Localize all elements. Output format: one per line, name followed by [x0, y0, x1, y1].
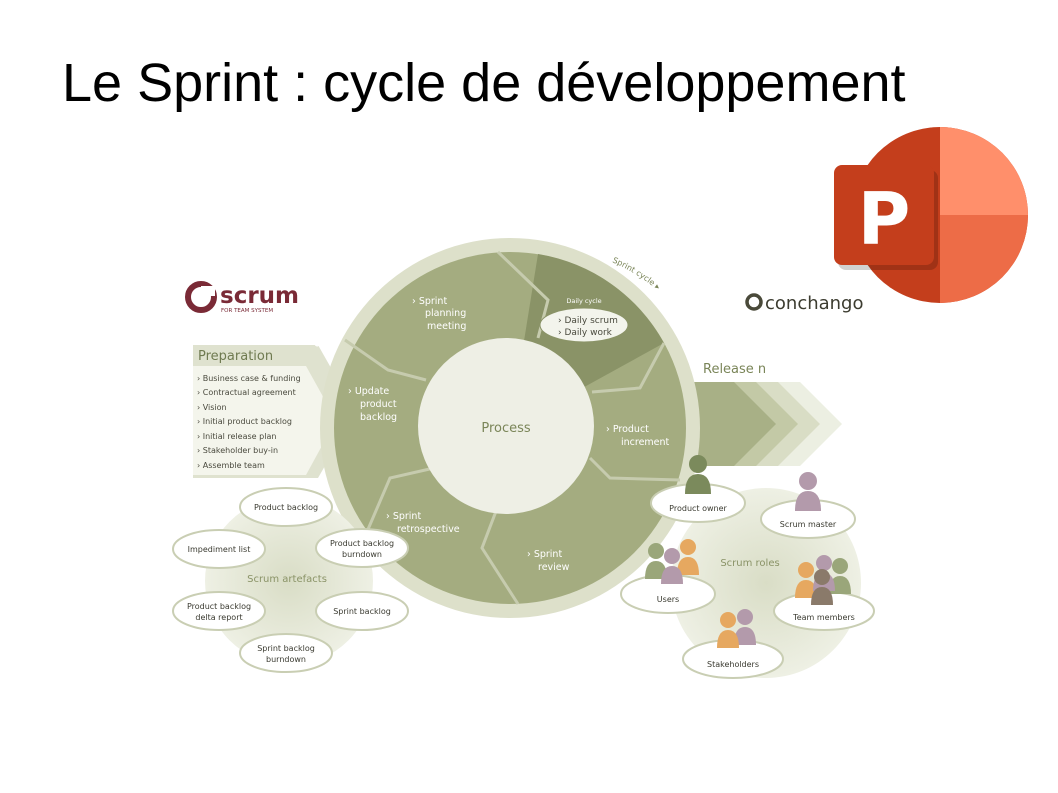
- scrum-logo-tagline: FOR TEAM SYSTEM: [221, 308, 273, 314]
- users-icon: [645, 539, 699, 584]
- role-stakeholders: Stakeholders: [707, 660, 759, 669]
- daily-cycle-title: Daily cycle: [566, 297, 601, 305]
- artefact-pb-delta-line: delta report: [195, 613, 242, 622]
- segment-planning-line: › Sprint: [412, 296, 447, 307]
- scrum-logo-text: scrum: [220, 283, 299, 309]
- cycle-segment-labels: › Sprint planning meeting › Update produ…: [348, 296, 670, 573]
- powerpoint-letter: P: [858, 177, 911, 261]
- preparation-panel: Preparation › Business case & funding › …: [193, 345, 356, 478]
- role-users: Users: [657, 595, 679, 604]
- scrum-master-icon: [795, 472, 821, 511]
- daily-scrum-label: › Daily scrum: [558, 316, 618, 326]
- preparation-item: › Assemble team: [197, 461, 265, 470]
- preparation-item: › Initial product backlog: [197, 417, 292, 426]
- scrum-logo: scrum FOR TEAM SYSTEM: [185, 281, 299, 314]
- daily-work-label: › Daily work: [558, 328, 613, 338]
- artefact-sb-burndown-line: Sprint backlog: [257, 644, 315, 653]
- powerpoint-icon: P: [834, 127, 1028, 303]
- scrum-roles: Scrum roles Product owner Scrum master: [620, 455, 875, 679]
- process-label: Process: [481, 421, 531, 436]
- preparation-item: › Vision: [197, 403, 227, 412]
- artefact-sprint-backlog: Sprint backlog: [333, 607, 391, 616]
- release-label: Release n: [703, 362, 766, 377]
- segment-planning-line: planning: [425, 308, 466, 319]
- conchango-logo-text: conchango: [765, 293, 864, 314]
- product-owner-icon: [685, 455, 711, 494]
- segment-review-line: › Sprint: [527, 549, 562, 560]
- artefact-product-backlog: Product backlog: [254, 503, 318, 512]
- segment-increment-line: increment: [621, 437, 670, 448]
- artefact-impediment-list: Impediment list: [188, 545, 251, 554]
- artefact-pb-burndown-line: Product backlog: [330, 539, 394, 548]
- daily-cycle: Daily cycle › Daily scrum › Daily work: [539, 297, 629, 343]
- preparation-item: › Stakeholder buy-in: [197, 446, 278, 455]
- segment-increment-line: › Product: [606, 424, 649, 435]
- preparation-item: › Business case & funding: [197, 374, 301, 383]
- segment-planning-line: meeting: [427, 321, 466, 332]
- scrum-artefacts: Scrum artefacts Product backlog Impedime…: [172, 487, 409, 673]
- artefact-pb-delta-line: Product backlog: [187, 602, 251, 611]
- role-scrum-master: Scrum master: [780, 520, 837, 529]
- segment-review-line: review: [538, 562, 570, 573]
- stakeholders-icon: [717, 609, 756, 648]
- artefacts-title: Scrum artefacts: [247, 574, 327, 585]
- team-members-icon: [795, 555, 851, 605]
- role-product-owner: Product owner: [669, 504, 727, 513]
- roles-title: Scrum roles: [720, 558, 779, 569]
- segment-update-line: › Update: [348, 386, 389, 397]
- slide-title: Le Sprint : cycle de développement: [62, 53, 906, 113]
- release-arrow: Release n: [690, 362, 842, 466]
- preparation-item: › Initial release plan: [197, 432, 276, 441]
- segment-retrospective-line: › Sprint: [386, 511, 421, 522]
- artefact-pb-burndown-line: burndown: [342, 550, 382, 559]
- conchango-logo: conchango: [745, 293, 864, 314]
- segment-update-line: backlog: [360, 412, 397, 423]
- role-team-members: Team members: [792, 613, 855, 622]
- segment-retrospective-line: retrospective: [397, 524, 460, 535]
- preparation-title: Preparation: [198, 349, 273, 364]
- preparation-item: › Contractual agreement: [197, 388, 296, 397]
- segment-update-line: product: [360, 399, 397, 410]
- artefact-sb-burndown-line: burndown: [266, 655, 306, 664]
